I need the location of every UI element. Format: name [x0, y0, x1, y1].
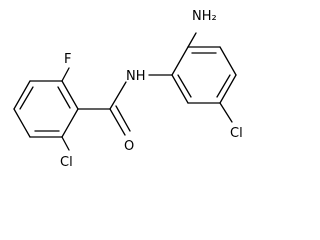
structure-canvas: NH₂ NH O F Cl Cl [13, 9, 243, 170]
atom-label-nh2: NH₂ [192, 9, 217, 24]
bond-ring2-c3-c4 [219, 46, 237, 76]
bonds [13, 32, 237, 151]
bond-c-f [61, 67, 70, 82]
bond-ring1-c6-c1 [61, 108, 79, 138]
bond-ring2-c4-c5 [219, 74, 237, 104]
bond-ring1-c1-c2 [61, 80, 79, 110]
bond-c-o-2 [115, 105, 131, 132]
bond-c-cl-left [61, 136, 70, 151]
bond-ring2-inner-c [177, 74, 192, 98]
bond-c-nh2 [187, 32, 197, 48]
bond-c-cl-right [219, 102, 233, 123]
bond-ring2-inner-b [216, 74, 231, 98]
atom-label-f: F [64, 52, 71, 67]
bond-ring1-inner-a [57, 86, 71, 109]
atom-label-nh: NH [126, 69, 146, 84]
bond-c-o-1 [109, 108, 126, 136]
bond-c-n [109, 81, 127, 110]
atom-label-o: O [124, 139, 134, 154]
bond-ring2-c6-c1 [171, 74, 189, 104]
atom-label-cl-left: Cl [60, 155, 73, 170]
bond-ring1-c3-c4 [13, 80, 31, 110]
bond-ring2-c1-c2 [171, 46, 189, 76]
bond-ring1-inner-b [19, 86, 34, 110]
molecule-diagram: NH₂ NH O F Cl Cl [13, 9, 243, 170]
bond-ring1-c4-c5 [13, 108, 31, 138]
atom-label-cl-right: Cl [230, 126, 243, 141]
